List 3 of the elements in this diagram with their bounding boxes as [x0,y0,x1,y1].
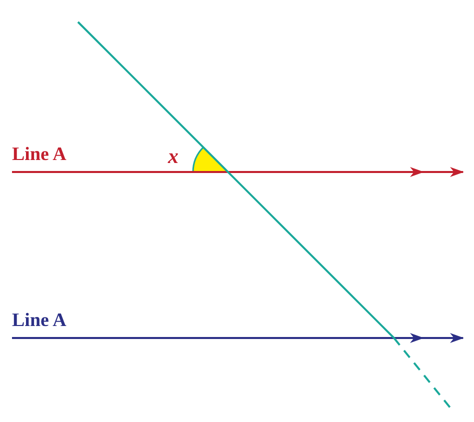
line-label: Line A [12,311,66,330]
line-label: Line A [12,145,66,164]
angle-label: x [168,146,178,167]
